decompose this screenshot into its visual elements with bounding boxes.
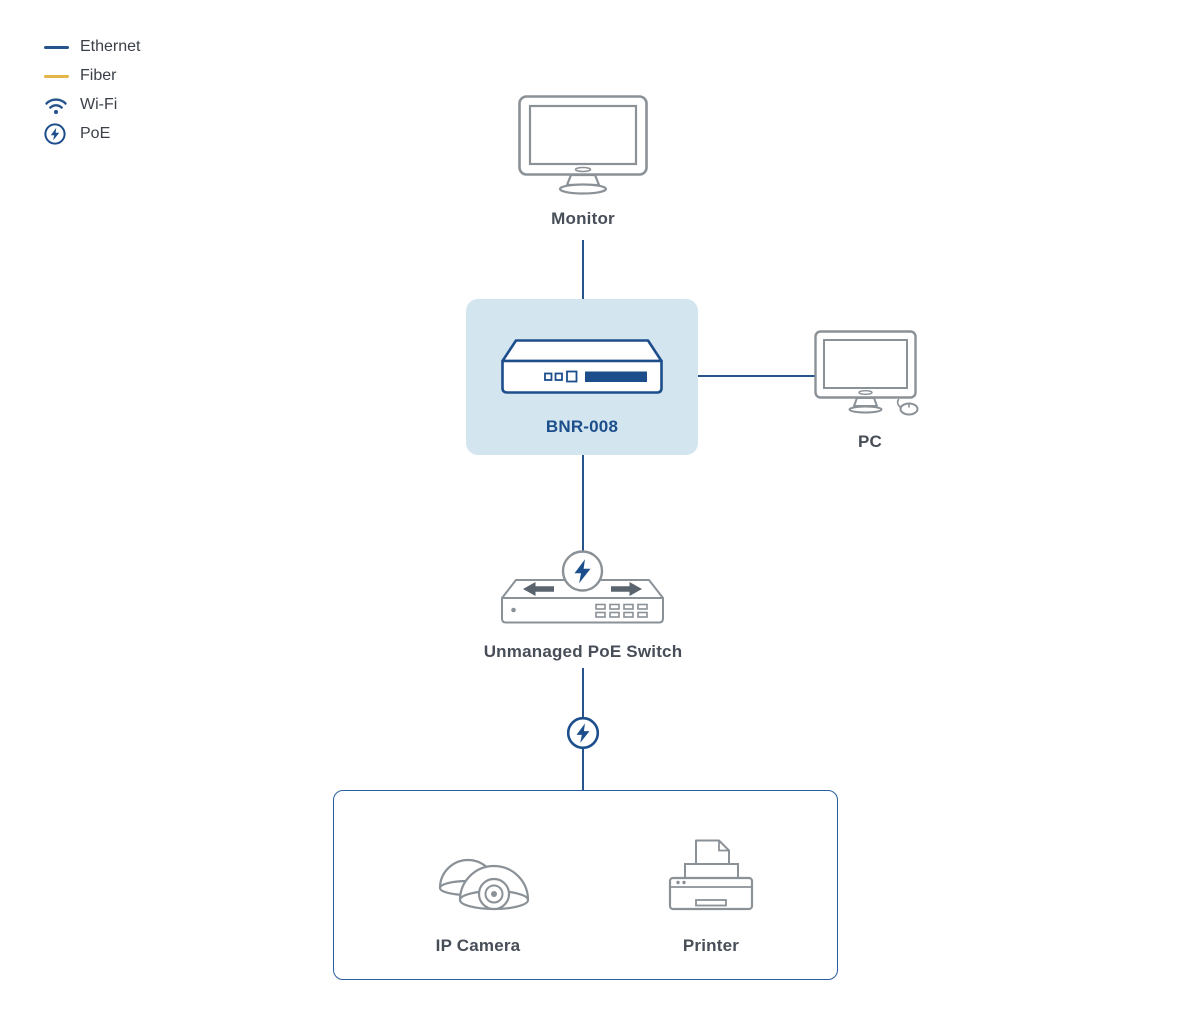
ip-camera-label: IP Camera (435, 936, 521, 955)
fiber-line-swatch (44, 74, 71, 78)
node-printer: Printer (663, 838, 759, 956)
monitor-label: Monitor (551, 209, 615, 228)
legend-label-ethernet: Ethernet (80, 38, 141, 55)
ip-camera-icon (438, 858, 530, 911)
poe-icon (566, 716, 600, 750)
arrow-left-icon (523, 582, 554, 596)
arrow-right-icon (611, 582, 642, 596)
node-ip-camera: IP Camera (418, 828, 538, 956)
printer-icon (668, 839, 754, 911)
poe-switch-icon (501, 550, 664, 624)
legend-label-wifi: Wi-Fi (80, 96, 118, 113)
node-pc: PC (814, 330, 926, 452)
wire-router-pc (698, 375, 816, 377)
node-monitor: Monitor (518, 95, 648, 229)
poe-icon (44, 123, 71, 145)
router-icon (501, 339, 663, 394)
legend-item-wifi: Wi-Fi (44, 94, 140, 116)
pc-label: PC (857, 432, 883, 451)
poe-switch-label: Unmanaged PoE Switch (483, 642, 683, 661)
legend-item-fiber: Fiber (44, 65, 140, 87)
legend: Ethernet Fiber Wi-Fi PoE (44, 36, 140, 152)
legend-label-poe: PoE (80, 125, 111, 142)
monitor-icon (518, 95, 648, 195)
poe-bolt-icon (574, 559, 591, 584)
legend-label-fiber: Fiber (80, 67, 117, 84)
ethernet-line-swatch (44, 45, 71, 49)
wifi-icon (44, 95, 71, 115)
legend-item-ethernet: Ethernet (44, 36, 140, 58)
pc-icon (814, 330, 919, 416)
powered-devices-group (333, 790, 838, 980)
router-label: BNR-008 (545, 417, 619, 436)
wire-monitor-router (582, 240, 584, 299)
router-highlight-box: BNR-008 (466, 299, 698, 455)
node-poe-switch: Unmanaged PoE Switch (484, 546, 682, 662)
legend-item-poe: PoE (44, 123, 140, 145)
printer-label: Printer (682, 936, 740, 955)
wire-router-switch (582, 455, 584, 552)
